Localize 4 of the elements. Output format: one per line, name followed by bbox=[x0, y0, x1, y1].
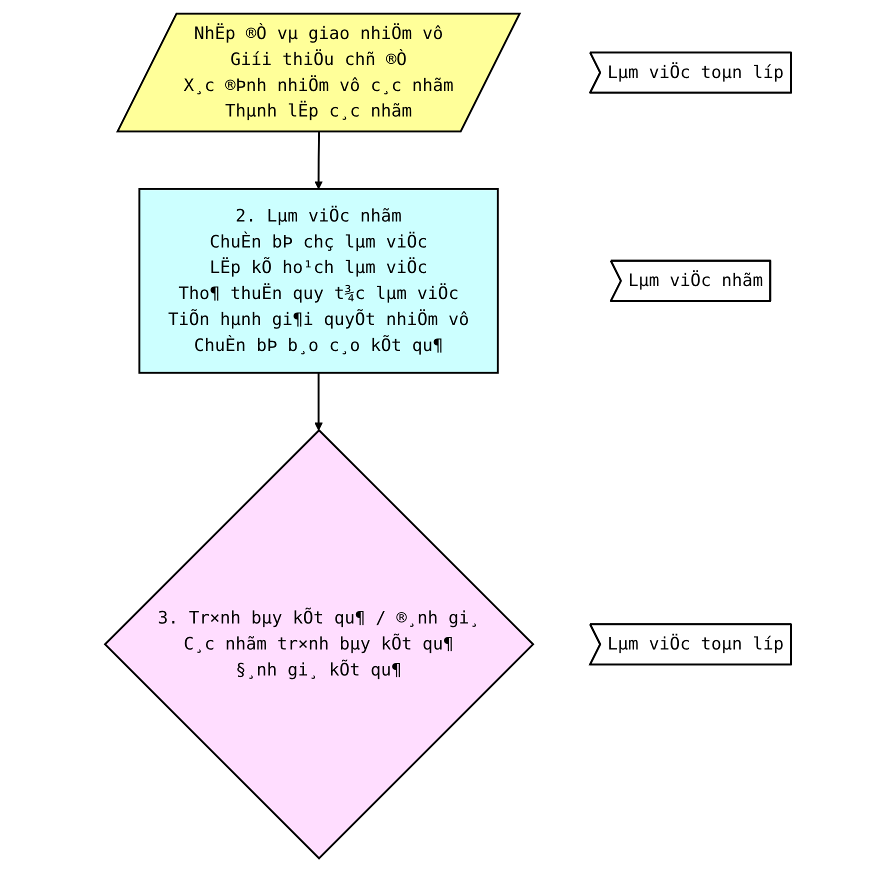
node-box: 2. Lµm viÖc nhãm ChuÈn bÞ chç lµm viÖc LËp kÕ ho¹ch lµm viÖc Tho¶ thuËn quy t¾c lµm viÖc TiÕn hµnh gi¶i quyÕt nhiÖm vô ChuÈn bÞ b¸o c¸o kÕt qu¶ bbox=[138, 188, 498, 374]
node-diamond: 3. Tr×nh bµy kÕt qu¶ / ®¸nh gi¸ C¸c nhãm tr×nh bµy kÕt qu¶ §¸nh gi¸ kÕt qu¶ bbox=[103, 428, 534, 860]
arrow bbox=[314, 132, 322, 190]
arrow bbox=[314, 372, 322, 431]
